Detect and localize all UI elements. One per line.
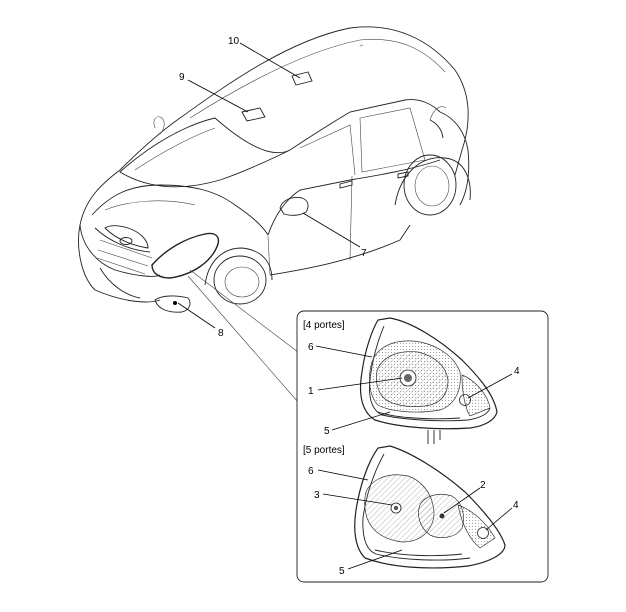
projection-line-bottom [187,275,299,403]
panel-label-5-door: [5 portes] [303,445,345,456]
leader-3 [322,493,393,506]
leader-2 [443,487,481,514]
callout-4-five-door: 4 [513,500,519,511]
leader-10 [239,42,301,79]
leader-6b [317,469,369,481]
callout-8: 8 [218,328,224,339]
callout-4-four-door: 4 [514,366,520,377]
leader-7 [302,212,361,248]
leader-5a [331,411,391,431]
panel-label-4-door: [4 portes] [303,320,345,331]
callout-9: 9 [179,72,185,83]
callout-5-five-door: 5 [339,566,345,577]
callout-7: 7 [361,248,367,259]
callout-6-four-door: 6 [308,342,314,353]
leader-8 [177,302,216,329]
leader-6a [315,345,373,358]
callout-10: 10 [228,36,240,47]
projection-line-top [189,269,299,353]
leader-1 [317,377,403,391]
leader-4b [485,507,513,531]
leader-9 [187,79,249,113]
lamp-4-door [359,317,498,444]
car-illustration [78,26,471,313]
callout-6-five-door: 6 [308,466,314,477]
leader-4a [467,373,513,399]
lamp-5-door [354,445,506,569]
leader-5b [347,549,403,570]
callout-1: 1 [308,386,314,397]
callout-3: 3 [314,490,320,501]
callout-5-four-door: 5 [324,426,330,437]
callout-2: 2 [480,480,486,491]
